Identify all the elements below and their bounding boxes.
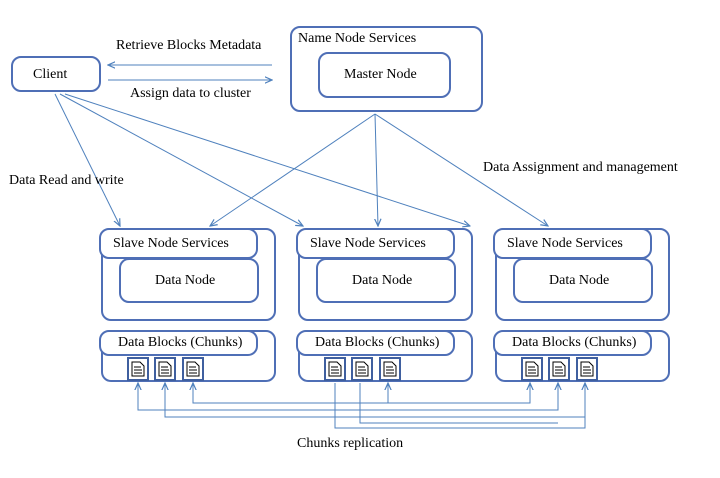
- document-icon[interactable]: [548, 357, 570, 381]
- master-node-box[interactable]: [318, 52, 451, 98]
- master-to-slave-3-arrow: [374, 113, 548, 226]
- data-blocks-3-header: [493, 330, 652, 356]
- client-label: Client: [33, 67, 68, 82]
- slave-node-services-3-label: Slave Node Services: [507, 236, 623, 251]
- name-node-services-label: Name Node Services: [298, 31, 417, 46]
- data-node-1-box[interactable]: [119, 258, 259, 303]
- data-blocks-3-label: Data Blocks (Chunks): [512, 335, 637, 350]
- data-node-1-label: Data Node: [155, 273, 216, 288]
- data-blocks-2-label: Data Blocks (Chunks): [315, 335, 440, 350]
- retrieve-metadata-label: Retrieve Blocks Metadata: [116, 38, 262, 53]
- data-blocks-2-header: [296, 330, 455, 356]
- client-to-slave-3-arrow: [64, 93, 470, 226]
- data-read-write-label: Data Read and write: [9, 173, 124, 188]
- data-blocks-1-label: Data Blocks (Chunks): [118, 335, 243, 350]
- document-icon[interactable]: [154, 357, 176, 381]
- assign-data-label: Assign data to cluster: [130, 86, 251, 101]
- document-icon[interactable]: [324, 357, 346, 381]
- document-icon[interactable]: [351, 357, 373, 381]
- master-to-slave-2-arrow: [375, 113, 378, 226]
- client-to-slave-1-arrow: [54, 93, 120, 226]
- data-node-3-label: Data Node: [549, 273, 610, 288]
- document-icon[interactable]: [127, 357, 149, 381]
- master-to-slave-1-arrow: [210, 113, 376, 226]
- master-node-label: Master Node: [344, 67, 417, 82]
- slave-node-services-1-label: Slave Node Services: [113, 236, 229, 251]
- data-node-2-label: Data Node: [352, 273, 413, 288]
- data-blocks-1-header: [99, 330, 258, 356]
- client-to-slave-2-arrow: [59, 93, 303, 226]
- data-assignment-label: Data Assignment and management: [483, 160, 678, 175]
- document-icon[interactable]: [576, 357, 598, 381]
- data-node-3-box[interactable]: [513, 258, 653, 303]
- chunks-replication-label: Chunks replication: [297, 436, 404, 451]
- document-icon[interactable]: [379, 357, 401, 381]
- slave-node-services-2-label: Slave Node Services: [310, 236, 426, 251]
- document-icon[interactable]: [182, 357, 204, 381]
- replication-connectors: [138, 383, 585, 429]
- slave-node-services-1-header: [99, 228, 258, 259]
- document-icon[interactable]: [521, 357, 543, 381]
- client-box[interactable]: [11, 56, 101, 92]
- data-node-2-box[interactable]: [316, 258, 456, 303]
